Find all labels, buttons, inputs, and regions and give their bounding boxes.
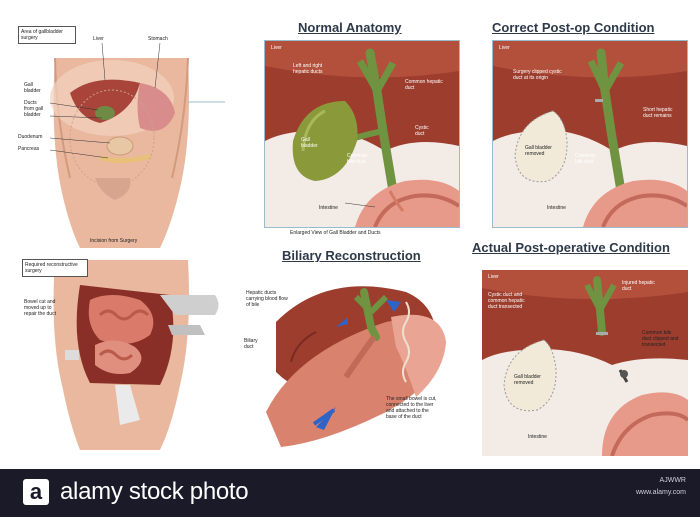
torso-bottom-panel: Required reconstructive surgery Bowel cu…	[0, 255, 225, 450]
biliary-reconstruction-illustration	[236, 262, 456, 462]
normal-liver-label: Liver	[271, 45, 282, 51]
normal-anatomy-title: Normal Anatomy	[298, 20, 402, 35]
biliary-small-bowel-label: The small bowel is cut, connected to the…	[386, 396, 437, 420]
actual-postop-illustration	[482, 270, 688, 456]
normal-caption: Enlarged View of Gall Bladder and Ducts	[290, 230, 381, 236]
actual-common-label: Common bile duct clipped and transected	[642, 330, 679, 348]
actual-cystic-label: Cystic duct and common hepatic duct tran…	[488, 292, 525, 310]
actual-postop-title: Actual Post-operative Condition	[472, 240, 670, 255]
normal-intestine-label: Intestine	[319, 205, 338, 211]
torso-bottom-illustration	[0, 255, 225, 450]
normal-hepatic-label: Left and right hepatic ducts	[293, 63, 323, 75]
correct-postop-title: Correct Post-op Condition	[492, 20, 655, 35]
torso-top-caption: Incision from Surgery	[90, 238, 138, 244]
duodenum-label: Duodenum	[18, 134, 43, 140]
correct-liver-label: Liver	[499, 45, 510, 51]
normal-common-bile-label: Common bile duct	[347, 153, 368, 165]
correct-short-label: Short hepatic duct remains	[643, 107, 673, 119]
correct-postop-panel: Liver Surgery clipped cystic duct at its…	[492, 40, 688, 228]
alamy-logo-icon: a	[23, 479, 49, 505]
pancreas-label: Pancreas	[18, 146, 40, 152]
normal-anatomy-panel: Liver Left and right hepatic ducts Commo…	[264, 40, 460, 228]
normal-gall-label: Gall bladder	[301, 137, 318, 149]
torso-top-panel: Area of gallbladder surgery Liver Stomac…	[0, 18, 225, 248]
correct-common-bile-label: Common bile duct	[575, 153, 596, 165]
correct-clipped-label: Surgery clipped cystic duct at its origi…	[513, 69, 562, 81]
biliary-reconstruction-panel: Hepatic ducts carrying blood flow of bil…	[236, 262, 456, 462]
biliary-duct-label: Biliary duct	[244, 338, 258, 350]
liver-label: Liver	[93, 36, 104, 42]
reconstructive-surgery-box: Required reconstructive surgery	[22, 259, 88, 277]
actual-intestine-label: Intestine	[528, 434, 547, 440]
correct-intestine-label: Intestine	[547, 205, 566, 211]
normal-anatomy-illustration	[265, 41, 459, 227]
normal-common-hepatic-label: Common hepatic duct	[405, 79, 443, 91]
actual-postop-panel: Liver Cystic duct and common hepatic duc…	[482, 270, 688, 456]
watermark-footer: a alamy stock photo AJWWR www.alamy.com	[0, 469, 700, 517]
biliary-hepatic-label: Hepatic ducts carrying blood flow of bil…	[246, 290, 288, 308]
actual-gall-label: Gall bladder removed	[514, 374, 541, 386]
surgery-area-box: Area of gallbladder surgery	[18, 26, 76, 44]
stock-image-id: AJWWR	[659, 477, 686, 484]
actual-injured-label: Injured hepatic duct	[622, 280, 655, 292]
actual-liver-label: Liver	[488, 274, 499, 280]
correct-gall-label: Gall bladder removed	[525, 145, 552, 157]
stomach-label: Stomach	[148, 36, 168, 42]
gallbladder-label: Gall bladder	[24, 82, 41, 94]
torso-top-illustration	[0, 18, 225, 248]
biliary-reconstruction-title: Biliary Reconstruction	[282, 248, 421, 263]
bowel-cut-label: Bowel cut and moved up to repair the duc…	[24, 299, 56, 317]
stock-url: www.alamy.com	[635, 489, 686, 496]
correct-postop-illustration	[493, 41, 687, 227]
ducts-label: Ducts from gall bladder	[24, 100, 44, 118]
alamy-brand-text: alamy stock photo	[60, 478, 249, 505]
normal-cystic-label: Cystic duct	[415, 125, 429, 137]
